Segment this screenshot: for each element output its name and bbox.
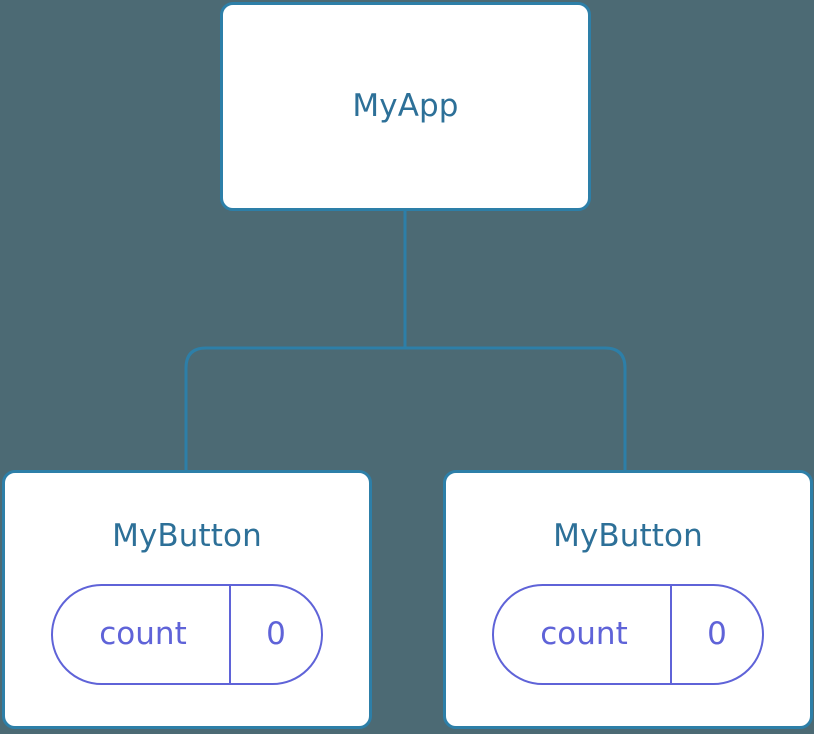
component-node-child-right[interactable]: MyButton count 0 (443, 470, 813, 729)
state-pill[interactable]: count 0 (492, 584, 764, 685)
state-pill[interactable]: count 0 (51, 584, 323, 685)
connector-branch-right (405, 346, 627, 470)
state-pill-key: count (99, 616, 187, 652)
component-node-root[interactable]: MyApp (220, 2, 591, 211)
component-node-title: MyApp (352, 88, 459, 124)
component-node-child-left[interactable]: MyButton count 0 (2, 470, 372, 729)
state-pill-key: count (540, 616, 628, 652)
component-node-title: MyButton (112, 518, 262, 554)
state-pill-value: 0 (229, 586, 321, 683)
connector-branch-left (184, 346, 405, 470)
component-node-title: MyButton (553, 518, 703, 554)
state-pill-value: 0 (670, 586, 762, 683)
